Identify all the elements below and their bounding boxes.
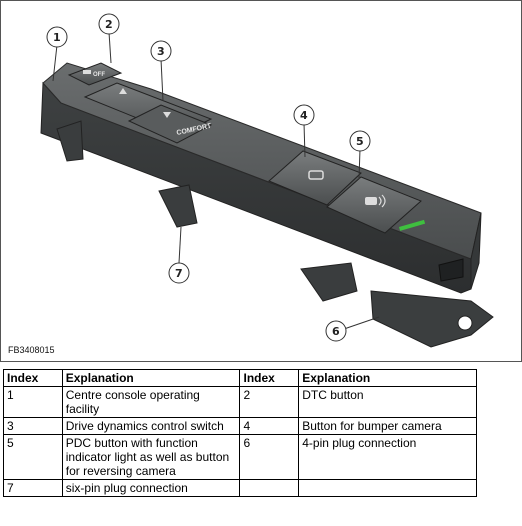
table-header-row: Index Explanation Index Explanation <box>3 369 477 387</box>
table-cell <box>298 479 477 497</box>
car-skid-icon <box>83 70 91 74</box>
bumper-camera-icon <box>308 170 324 180</box>
table-cell: 5 <box>3 434 63 480</box>
header-index: Index <box>3 369 63 387</box>
header-explanation: Explanation <box>298 369 477 387</box>
table-cell: 4 <box>239 417 300 435</box>
callout-7: 7 <box>168 262 190 284</box>
svg-text:6: 6 <box>332 325 340 338</box>
callout-5: 5 <box>349 130 371 152</box>
legend-table: Index Explanation Index Explanation 1 Ce… <box>3 369 477 497</box>
callout-2: 2 <box>98 13 120 35</box>
table-cell: Centre console operating facility <box>61 386 241 418</box>
table-row: 3 Drive dynamics control switch 4 Button… <box>3 417 477 435</box>
table-cell: Button for bumper camera <box>298 417 477 435</box>
function-indicator-light <box>399 219 426 231</box>
header-explanation: Explanation <box>61 369 241 387</box>
pdc-icon <box>365 194 386 208</box>
callout-1: 1 <box>46 26 68 48</box>
table-cell: PDC button with function indicator light… <box>61 434 241 480</box>
table-cell: 6 <box>239 434 300 480</box>
dtc-button-label: OFF <box>93 72 105 78</box>
arrow-up-icon <box>119 88 127 94</box>
table-row: 5 PDC button with function indicator lig… <box>3 434 477 480</box>
table-cell: 7 <box>3 479 63 497</box>
dtc-button[interactable] <box>67 62 123 86</box>
header-index: Index <box>239 369 300 387</box>
console-drawing: OFF COMFORT 1 <box>40 13 494 348</box>
table-cell: 1 <box>3 386 63 418</box>
callout-4: 4 <box>293 104 315 126</box>
figure-id: FB3408015 <box>8 345 55 355</box>
arrow-down-icon <box>163 112 171 118</box>
svg-text:4: 4 <box>300 109 308 122</box>
table-cell: DTC button <box>298 386 477 418</box>
callout-6: 6 <box>325 320 347 342</box>
table-row: 7 six-pin plug connection <box>3 479 477 497</box>
table-cell: six-pin plug connection <box>61 479 241 497</box>
bumper-camera-button[interactable] <box>268 150 362 206</box>
table-row: 1 Centre console operating facility 2 DT… <box>3 386 477 418</box>
table-cell: 2 <box>239 386 300 418</box>
table-cell: 4-pin plug connection <box>298 434 477 480</box>
callout-3: 3 <box>150 40 172 62</box>
svg-text:2: 2 <box>105 18 113 31</box>
table-cell: Drive dynamics control switch <box>61 417 241 435</box>
svg-text:7: 7 <box>175 267 183 280</box>
svg-text:3: 3 <box>157 45 165 58</box>
svg-text:1: 1 <box>53 31 61 44</box>
component-illustration: OFF COMFORT 1 <box>0 0 522 362</box>
svg-text:5: 5 <box>356 135 364 148</box>
table-cell: 3 <box>3 417 63 435</box>
table-cell <box>239 479 300 497</box>
